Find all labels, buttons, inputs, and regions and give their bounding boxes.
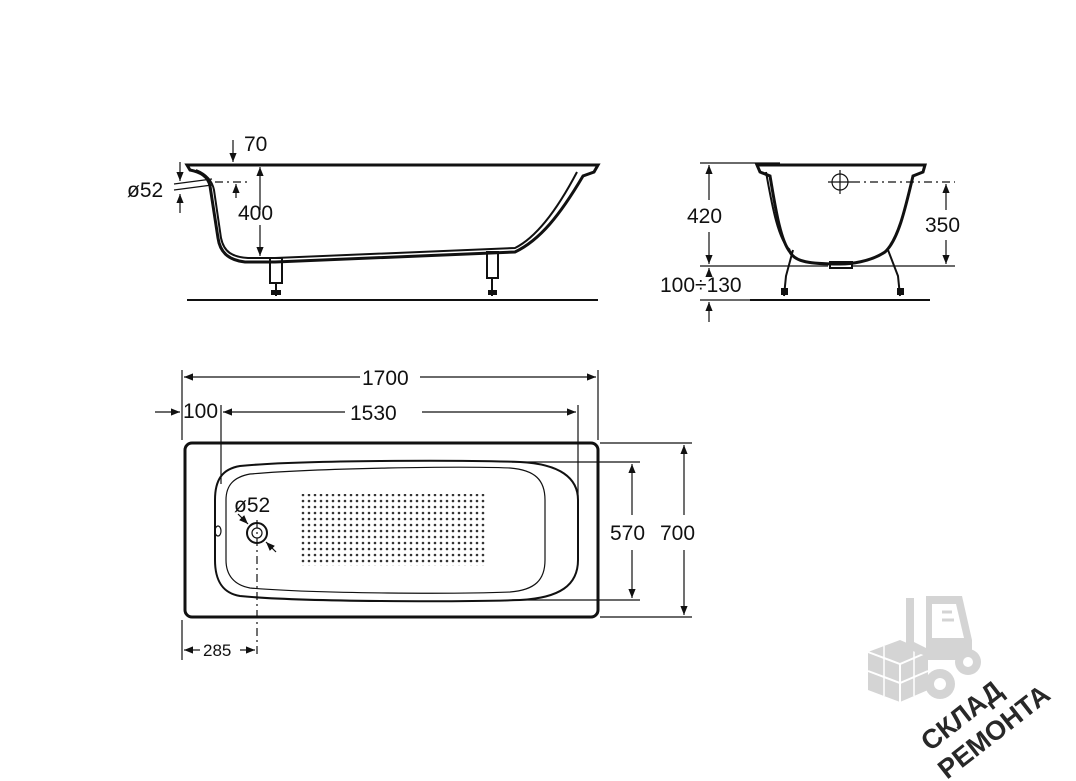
boxes-icon bbox=[867, 640, 929, 702]
dim-1700-label: 1700 bbox=[362, 367, 409, 390]
dim-420-label: 420 bbox=[687, 205, 722, 228]
end-view: 420 350 100÷130 bbox=[660, 162, 960, 322]
forklift-icon bbox=[906, 596, 981, 699]
top-rim-outline bbox=[183, 441, 600, 619]
anti-slip-pattern bbox=[300, 494, 485, 566]
dim-350-label: 350 bbox=[925, 214, 960, 237]
dim-700-label: 700 bbox=[660, 522, 695, 545]
side-leg-right bbox=[486, 251, 499, 296]
dim-285-label: 285 bbox=[203, 641, 231, 660]
dim-legs-label: 100÷130 bbox=[660, 274, 742, 297]
watermark-logo: СКЛАД РЕМОНТА bbox=[867, 596, 1056, 781]
end-tub-inner bbox=[765, 171, 791, 251]
top-basin-outer bbox=[214, 459, 579, 603]
dim-70-label: 70 bbox=[244, 133, 267, 156]
dim-diameter-label: ø52 bbox=[127, 179, 163, 202]
top-view: 1700 100 1530 ø52 570 7 bbox=[155, 367, 695, 660]
top-basin-inner bbox=[225, 466, 546, 594]
top-dim-diameter-label: ø52 bbox=[234, 494, 270, 517]
dim-1530-label: 1530 bbox=[350, 402, 397, 425]
side-tub-outline bbox=[184, 163, 601, 264]
side-tub-inner bbox=[195, 169, 578, 259]
side-leg-left bbox=[269, 257, 283, 296]
dim-100-label: 100 bbox=[183, 400, 218, 423]
end-tub-outline bbox=[754, 163, 927, 266]
dim-570-label: 570 bbox=[610, 522, 645, 545]
side-view: 70 ø52 400 bbox=[127, 133, 601, 301]
dim-400-label: 400 bbox=[238, 202, 273, 225]
